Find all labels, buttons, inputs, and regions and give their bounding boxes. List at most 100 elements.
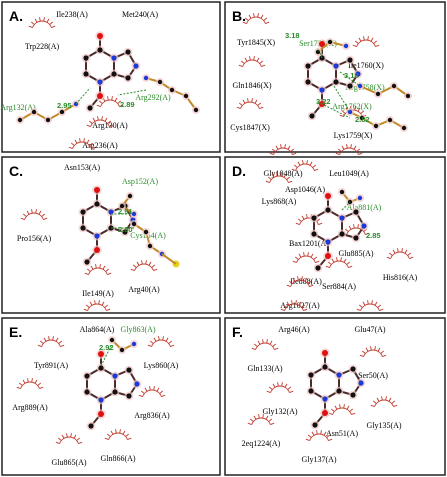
atom xyxy=(319,87,325,93)
hydrophobic-arc xyxy=(28,17,56,29)
hydrophobic-arc xyxy=(37,336,65,348)
hydrophobic-arc xyxy=(356,300,384,312)
atom xyxy=(111,55,117,61)
atom xyxy=(84,389,90,395)
hydrophobic-arc xyxy=(265,172,293,184)
residue-sidechain xyxy=(346,108,408,132)
atom xyxy=(94,233,100,239)
atom xyxy=(357,195,363,201)
residue-label: Arg1762(X) xyxy=(332,102,372,111)
residue-label: Tyr891(A) xyxy=(34,361,68,370)
atom xyxy=(84,259,90,265)
atom xyxy=(126,367,132,373)
atom xyxy=(347,57,353,63)
hydrophobic-arc xyxy=(84,264,112,276)
atom xyxy=(336,388,342,394)
atom xyxy=(87,105,93,111)
atom xyxy=(134,381,140,387)
hydrophobic-arc xyxy=(291,160,319,172)
residue-label: Ile149(A) xyxy=(82,289,114,298)
atom xyxy=(309,113,315,119)
residue-label: Ser50(A) xyxy=(358,371,388,380)
panel-a: A.Ile238(A)Met240(A)Trp228(A)Arg132(A)Ar… xyxy=(0,1,221,153)
distance-label: 2.85 xyxy=(366,231,381,240)
residue-sidechain xyxy=(356,82,412,100)
panel-c: C.Asn153(A)Asp152(A)Pro156(A)Cys154(A)Il… xyxy=(1,138,221,314)
hbond-line xyxy=(341,201,351,211)
atom xyxy=(98,397,104,403)
residue-label: Tyr1845(X) xyxy=(237,38,275,47)
atom xyxy=(94,201,100,207)
atom xyxy=(350,366,356,372)
distance-label: 2.95 xyxy=(57,101,72,110)
atom xyxy=(45,117,51,123)
atom xyxy=(131,221,137,227)
residue-label: Arg236(A) xyxy=(82,141,118,150)
atom xyxy=(108,209,114,215)
atom xyxy=(98,411,104,417)
residue-label: Gly863(A) xyxy=(120,325,155,334)
ligand xyxy=(82,349,142,431)
hydrophobic-arc xyxy=(236,98,264,110)
atom xyxy=(59,109,65,115)
atom xyxy=(353,235,359,241)
hydrophobic-arc xyxy=(352,36,380,48)
residue-label: Met240(A) xyxy=(122,10,158,19)
atom xyxy=(305,79,311,85)
hydrophobic-arc xyxy=(130,260,158,272)
residue-label: Gly1048(A) xyxy=(263,169,302,178)
atom xyxy=(143,229,149,235)
atom xyxy=(80,209,86,215)
atom xyxy=(333,63,339,69)
hydrophobic-arc xyxy=(325,257,353,269)
residue-label: Gln1846(X) xyxy=(232,81,271,90)
atom xyxy=(127,193,133,199)
atom xyxy=(97,93,103,99)
residue-label: Ala864(A) xyxy=(80,325,115,334)
atom xyxy=(325,239,331,245)
residue-label: Arg46(A) xyxy=(278,325,310,334)
hbond-line xyxy=(317,47,323,59)
atom xyxy=(88,423,94,429)
atom xyxy=(355,71,361,77)
panel-b: B.Tyr1845(X)Ser1755(X)Ile1760(X)Arg1758(… xyxy=(224,1,446,153)
atom xyxy=(122,229,128,235)
atom xyxy=(98,351,104,357)
panel-label: A. xyxy=(9,8,23,24)
residue-label: Arg889(A) xyxy=(12,403,48,412)
atom xyxy=(169,87,175,93)
distance-label: 3.18 xyxy=(285,31,300,40)
residue-label: Glu885(A) xyxy=(338,249,373,258)
ligand-bond xyxy=(161,253,177,265)
hydrophobic-arc xyxy=(386,248,414,260)
atom xyxy=(119,203,125,209)
hbond-line xyxy=(117,89,147,96)
hbond-line xyxy=(333,85,351,113)
hydrophobic-arc xyxy=(104,429,132,441)
residue-label: Leu1049(A) xyxy=(329,169,369,178)
atom xyxy=(84,373,90,379)
panel-f: F.Arg46(A)Glu47(A)Gln133(A)Ser50(A)Gly13… xyxy=(224,300,446,476)
residue-label: Gly132(A) xyxy=(262,407,297,416)
atom xyxy=(339,215,345,221)
atom xyxy=(83,71,89,77)
atom xyxy=(375,91,381,97)
hydrophobic-arc xyxy=(16,378,44,390)
hydrophobic-arc xyxy=(238,56,266,68)
atom xyxy=(308,372,314,378)
residue-label: Glu865(A) xyxy=(51,458,86,467)
atom xyxy=(339,231,345,237)
residue-label: Asp1046(A) xyxy=(285,185,325,194)
distance-label: 2.82 xyxy=(355,115,370,124)
hbond-line xyxy=(75,87,91,105)
atom xyxy=(119,347,125,353)
atom xyxy=(131,211,137,217)
hydrophobic-arc xyxy=(83,300,111,312)
residue-label: Lys860(A) xyxy=(144,361,179,370)
hydrophobic-arc xyxy=(251,339,279,351)
atom xyxy=(325,207,331,213)
residue-label: Arg292(A) xyxy=(135,93,171,102)
atom xyxy=(353,209,359,215)
panel-e: E.Ala864(A)Gly863(A)Tyr891(A)Lys860(A)Ar… xyxy=(1,300,221,476)
atom xyxy=(322,410,328,416)
